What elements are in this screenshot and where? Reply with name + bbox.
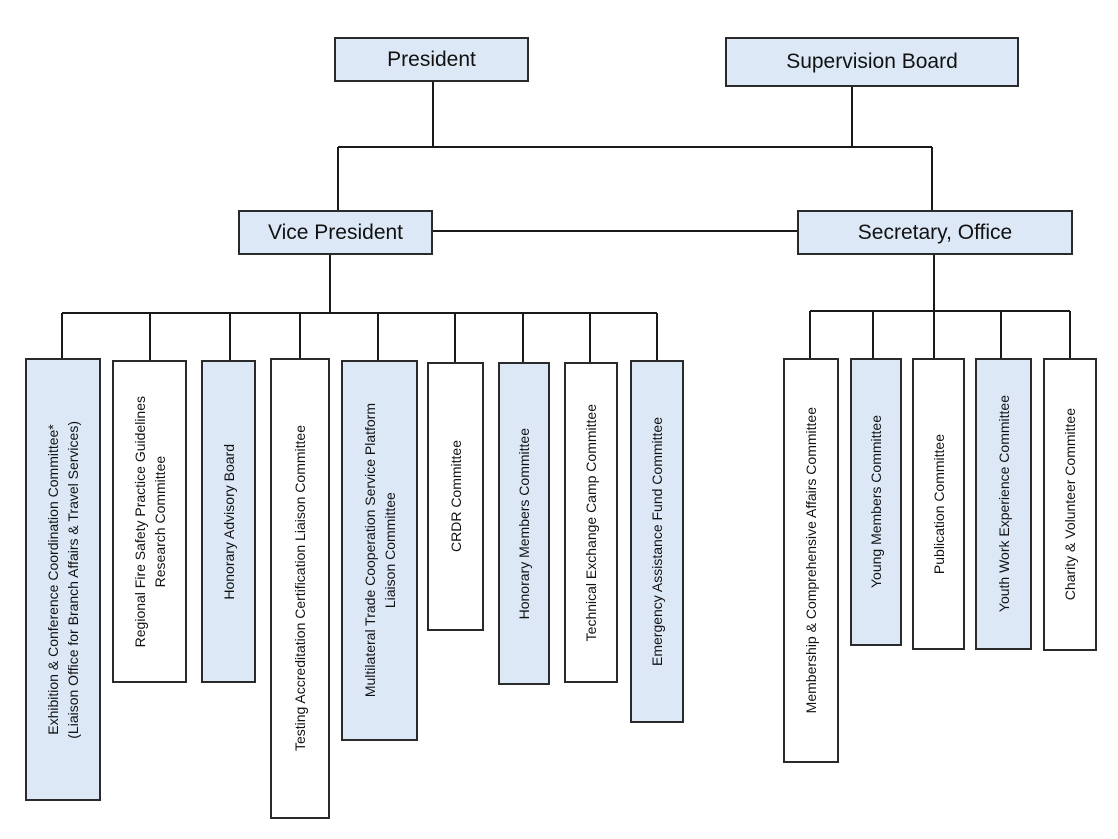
- committee-box: Testing Accreditation Certification Liai…: [270, 358, 330, 819]
- committee-box: Honorary Advisory Board: [201, 360, 256, 683]
- committee-label: Membership & Comprehensive Affairs Commi…: [803, 407, 819, 714]
- committee-box: Young Members Committee: [850, 358, 902, 646]
- committee-label: Young Members Committee: [868, 415, 884, 589]
- committee-box: Technical Exchange Camp Committee: [564, 362, 618, 683]
- committee-box: Membership & Comprehensive Affairs Commi…: [783, 358, 839, 763]
- committee-box: Charity & Volunteer Committee: [1043, 358, 1097, 651]
- committee-box: Honorary Members Committee: [498, 362, 550, 685]
- committee-box: Youth Work Experience Committee: [975, 358, 1032, 650]
- committee-label: Honorary Advisory Board: [220, 443, 237, 600]
- committee-box: Regional Fire Safety Practice Guidelines…: [112, 360, 187, 683]
- committee-box: Multilateral Trade Cooperation Service P…: [341, 360, 418, 741]
- committee-box: Emergency Assistance Fund Committee: [630, 360, 684, 723]
- committee-box: CRDR Committee: [427, 362, 484, 631]
- supervision-board-label: Supervision Board: [786, 50, 958, 73]
- committee-box: Publication Committee: [912, 358, 965, 650]
- vice-president-box: Vice President: [238, 210, 433, 255]
- supervision-board-box: Supervision Board: [725, 37, 1019, 87]
- committee-label: Testing Accreditation Certification Liai…: [292, 425, 308, 752]
- committee-label: Technical Exchange Camp Committee: [583, 403, 599, 642]
- vice-president-label: Vice President: [267, 220, 404, 244]
- committee-label: Multilateral Trade Cooperation Service P…: [361, 403, 398, 698]
- secretary-office-label: Secretary, Office: [857, 220, 1013, 244]
- president-box: President: [334, 37, 529, 82]
- committee-label: Youth Work Experience Committee: [995, 395, 1012, 613]
- committee-label: Charity & Volunteer Committee: [1062, 408, 1078, 601]
- committee-label: Regional Fire Safety Practice Guidelines…: [131, 395, 168, 648]
- committee-label: Honorary Members Committee: [516, 427, 532, 620]
- committee-box: Exhibition & Conference Coordination Com…: [25, 358, 101, 801]
- secretary-office-box: Secretary, Office: [797, 210, 1073, 255]
- committee-label: Emergency Assistance Fund Committee: [649, 417, 665, 666]
- committee-label: CRDR Committee: [447, 440, 464, 553]
- president-label: President: [387, 47, 476, 71]
- committee-label: Exhibition & Conference Coordination Com…: [45, 420, 81, 739]
- committee-label: Publication Committee: [930, 433, 947, 575]
